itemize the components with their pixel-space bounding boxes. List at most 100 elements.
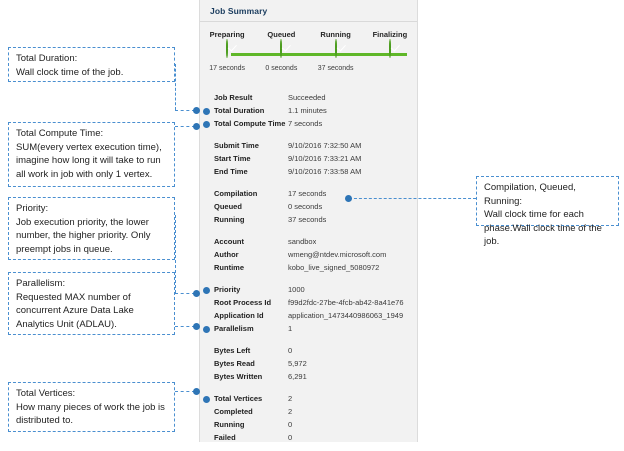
highlight-dot-icon [203, 326, 210, 333]
detail-key: Completed [214, 407, 253, 416]
highlight-dot-icon [203, 396, 210, 403]
detail-key: Application Id [214, 311, 264, 320]
leader-line [175, 126, 195, 127]
detail-value: 0 [288, 433, 293, 442]
detail-value: 9/10/2016 7:33:21 AM [288, 154, 362, 163]
detail-row: Bytes Read 5,972 [200, 357, 417, 370]
leader-line [175, 391, 195, 392]
detail-key: Total Duration [214, 106, 265, 115]
detail-key: Parallelism [214, 324, 254, 333]
check-circle-icon [226, 39, 229, 58]
annotation-total-duration: Total Duration: Wall clock time of the j… [8, 47, 175, 82]
leader-line [175, 110, 195, 111]
detail-value: sandbox [288, 237, 317, 246]
detail-value: 1000 [288, 285, 305, 294]
annotation-title: Priority: [16, 203, 49, 214]
leader-line [175, 215, 176, 293]
detail-key: Submit Time [214, 141, 259, 150]
detail-value: 2 [288, 394, 293, 403]
annotation-body: Wall clock time for each phase.Wall cloc… [484, 209, 602, 247]
stepper-step-duration: 17 seconds [209, 65, 246, 72]
stepper-step-finalizing[interactable]: Finalizing [363, 29, 417, 85]
detail-row: Runtime kobo_live_signed_5080972 [200, 261, 417, 274]
check-circle-icon [388, 39, 391, 58]
detail-value: 5,972 [288, 359, 307, 368]
job-phase-stepper: Preparing 17 seconds Queued 0 seconds Runnin… [200, 29, 417, 85]
detail-key: Start Time [214, 154, 251, 163]
detail-value: 9/10/2016 7:32:50 AM [288, 141, 362, 150]
detail-key: Account [214, 237, 244, 246]
detail-value: 0 seconds [288, 202, 323, 211]
detail-key: Author [214, 250, 239, 259]
leader-line [175, 326, 195, 327]
detail-value: 17 seconds [288, 189, 327, 198]
leader-line [175, 293, 195, 294]
detail-value: 37 seconds [288, 215, 327, 224]
detail-key: Bytes Read [214, 359, 255, 368]
detail-key: Running [214, 420, 245, 429]
annotation-title: Total Vertices: [16, 388, 76, 399]
stepper-step-running[interactable]: Running 37 seconds [309, 29, 363, 85]
check-circle-icon [280, 39, 283, 58]
page-title: Job Summary [210, 5, 268, 16]
detail-key: Bytes Written [214, 372, 263, 381]
detail-key: End Time [214, 167, 248, 176]
annotation-title: Compilation, Queued, Running: [484, 182, 576, 207]
detail-value: 2 [288, 407, 293, 416]
detail-row: Running 37 seconds [200, 213, 417, 226]
check-circle-icon [334, 39, 337, 58]
annotation-priority: Priority: Job execution priority, the lo… [8, 197, 175, 260]
detail-row: Total Duration 1.1 minutes [200, 104, 417, 117]
stepper-step-label: Queued [267, 30, 296, 39]
leader-dot [193, 323, 200, 330]
annotation-body: Requested MAX number of concurrent Azure… [16, 291, 134, 330]
detail-value: kobo_live_signed_5080972 [288, 263, 380, 272]
stepper-step-label: Running [320, 30, 351, 39]
detail-key: Runtime [214, 263, 244, 272]
detail-key: Job Result [214, 93, 253, 102]
annotation-title: Parallelism: [16, 278, 66, 289]
detail-key: Running [214, 215, 245, 224]
annotation-body: Wall clock time of the job. [16, 66, 124, 78]
stepper-step-duration: 37 seconds [317, 65, 354, 72]
stepper-step-preparing[interactable]: Preparing 17 seconds [200, 29, 254, 85]
detail-row: Account sandbox [200, 235, 417, 248]
detail-value: 1.1 minutes [288, 106, 327, 115]
leader-dot [193, 123, 200, 130]
stepper-step-duration: 0 seconds [265, 65, 298, 72]
annotation-parallelism: Parallelism: Requested MAX number of con… [8, 272, 175, 335]
leader-line [349, 198, 476, 199]
detail-group: Submit Time 9/10/2016 7:32:50 AM Start Tim… [200, 139, 417, 178]
annotation-title: Total Compute Time: [16, 128, 104, 139]
highlight-dot-icon [203, 287, 210, 294]
highlight-dot-icon [203, 108, 210, 115]
panel-header: Job Summary [200, 0, 417, 22]
detail-key: Compilation [214, 189, 258, 198]
stepper-step-queued[interactable]: Queued 0 seconds [254, 29, 308, 85]
detail-row: Completed 2 [200, 405, 417, 418]
detail-value: 1 [288, 324, 293, 333]
leader-dot [193, 107, 200, 114]
leader-dot [193, 290, 200, 297]
stepper-step-label: Preparing [209, 30, 245, 39]
detail-value: f99d2fdc-27be-4fcb-ab42-8a41e76 [288, 298, 404, 307]
annotation-title: Total Duration: [16, 53, 78, 64]
annotation-phases: Compilation, Queued, Running: Wall clock… [476, 176, 619, 247]
leader-dot [193, 388, 200, 395]
detail-row: Parallelism 1 [200, 322, 417, 335]
